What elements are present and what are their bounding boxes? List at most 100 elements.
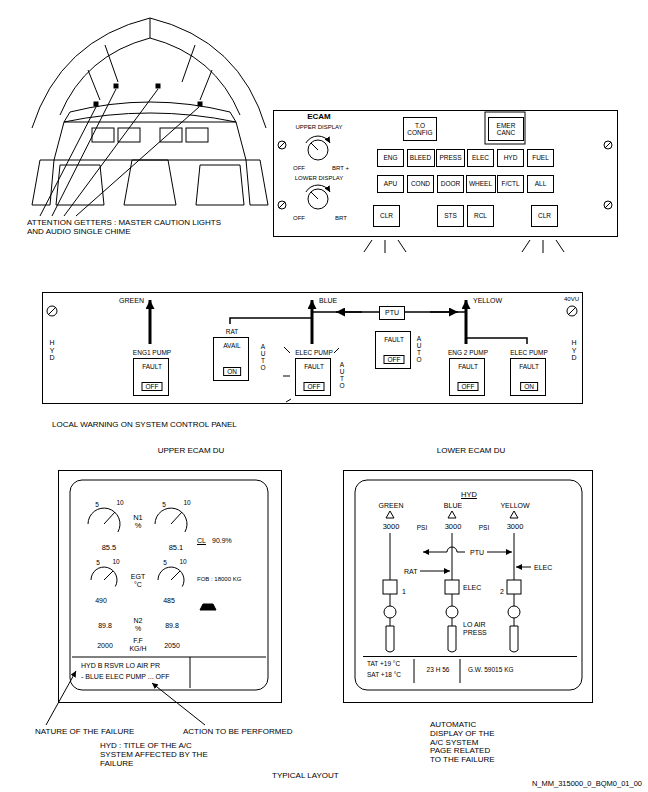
panel-text: ON [223, 367, 241, 376]
path-shape [414, 659, 460, 683]
path-shape [171, 571, 180, 580]
panel-text: OFF [142, 382, 163, 391]
path-shape [311, 300, 314, 344]
panel-text: 5 [163, 559, 167, 566]
pushbutton: ENG1 PUMPFAULTOFF [133, 358, 169, 396]
panel-text: 490 [95, 597, 107, 605]
ecam-key: F/CTL [497, 175, 524, 193]
panel-text: ELEC [463, 584, 481, 592]
rect-shape [445, 580, 459, 594]
panel-text: SAT +18 °C [367, 671, 401, 678]
panel-text: FAULT [458, 363, 478, 370]
panel-text: RAT [404, 568, 417, 576]
panel-text: OFF [458, 382, 479, 391]
panel-text: BRT + [332, 165, 349, 172]
path-shape [336, 311, 362, 313]
key-label: ALL [535, 180, 547, 187]
panel-text: FAULT [142, 363, 162, 370]
key-label: T.O CONFIG [404, 122, 436, 136]
panel-text: UPPER DISPLAY [295, 124, 342, 131]
path-shape [171, 512, 182, 524]
polygon-shape [386, 511, 394, 518]
panel-text: HYD [571, 339, 578, 362]
panel-text: OFF [293, 215, 305, 222]
panel-text: BLUE [444, 502, 462, 510]
panel-text: ENG1 PUMP [133, 349, 171, 356]
panel-text: 90.9% [212, 537, 232, 545]
ecam-key: EMER CANC [488, 117, 524, 141]
path-shape [196, 165, 244, 205]
path-shape [279, 202, 285, 208]
panel-text: N1 % [130, 514, 146, 531]
key-label: DOOR [441, 180, 461, 187]
path-shape [311, 192, 318, 199]
key-label: F/CTL [501, 180, 519, 187]
rect-shape [485, 112, 525, 144]
path-shape [487, 552, 512, 553]
panel-text: ON [520, 382, 538, 391]
circle-shape [278, 201, 286, 209]
panel-text: RAT [226, 328, 239, 335]
panel-text: LO AIR PRESS [463, 621, 497, 636]
ecam-key: COND [407, 175, 434, 193]
rect-shape [118, 128, 140, 142]
path-shape [32, 18, 266, 128]
panel-text: 5 [162, 501, 166, 508]
panel-text: EGT °C [129, 573, 147, 588]
panel-text: AUTO [416, 335, 423, 364]
rect-shape [160, 128, 182, 142]
ecam-key: STS [437, 205, 464, 227]
polygon-shape [200, 604, 216, 610]
path-shape [40, 89, 199, 216]
ecam-key: T.O CONFIG [403, 117, 437, 141]
panel-text: 3000 [383, 523, 400, 531]
path-shape [306, 185, 330, 192]
path-shape [605, 202, 611, 208]
key-label: ENG [383, 154, 397, 161]
key-label: COND [411, 180, 430, 187]
panel-text: G.W. 59015 KG [468, 666, 514, 673]
panel-text: 89.8 [165, 622, 179, 630]
panel-text: BRT [335, 215, 347, 222]
panel-text: LOWER ECAM DU [437, 447, 505, 456]
panel-text: 85.5 [102, 544, 117, 552]
rect-shape [94, 102, 98, 106]
panel-text: ELEC [534, 564, 552, 572]
ecam-key: ALL [527, 175, 554, 193]
key-label: ELEC [472, 154, 489, 161]
upper-display-graphics [46, 480, 268, 725]
circle-shape [508, 606, 520, 618]
panel-text: BLUE [319, 297, 337, 305]
panel-text: 85.1 [169, 544, 184, 552]
panel-text: HYD [461, 491, 477, 499]
ecam-key: ENG [377, 149, 404, 167]
path-shape [510, 533, 518, 652]
path-shape [155, 508, 187, 532]
path-shape [306, 136, 330, 143]
path-shape [430, 311, 458, 313]
ecam-key: RCL [467, 205, 494, 227]
key-label: PRESS [439, 154, 461, 161]
rect-shape [186, 128, 208, 142]
pushbutton: FAULTOFF [375, 331, 411, 369]
key-label: WHEEL [469, 180, 492, 187]
ecam-key: APU [377, 175, 404, 193]
ecam-key: ELEC [467, 149, 494, 167]
key-label: FUEL [532, 154, 549, 161]
path-shape [104, 512, 115, 524]
polygon-shape [510, 511, 518, 518]
polygon-shape [448, 511, 456, 518]
panel-text: ENG 2 PUMP [448, 349, 488, 356]
panel-text: CL [197, 537, 206, 545]
circle-shape [384, 606, 396, 618]
panel-text: PSI [479, 524, 489, 531]
panel-text: ECAM [307, 113, 331, 122]
panel-text: OFF [293, 165, 305, 172]
panel-text: GREEN [119, 297, 144, 305]
note-label: ACTION TO BE PERFORMED [183, 728, 293, 737]
key-label: PTU [385, 309, 399, 317]
panel-text: FOB : 18000 KG [197, 576, 241, 583]
pushbutton: ENG 2 PUMPFAULTOFF [449, 358, 485, 396]
key-label: CLR [380, 212, 393, 219]
